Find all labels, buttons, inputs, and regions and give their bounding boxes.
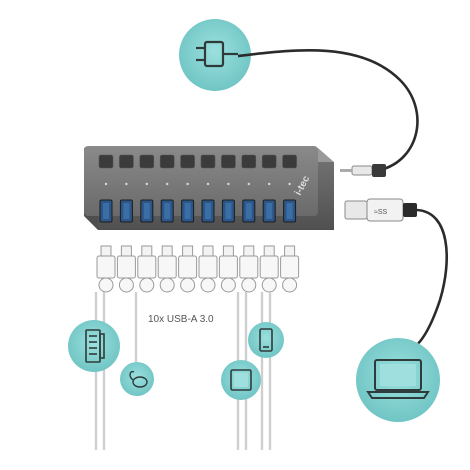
port-led bbox=[166, 182, 169, 186]
usb-a-port-insert bbox=[184, 203, 191, 219]
usb-b-cable bbox=[409, 208, 449, 352]
usb-a-plug bbox=[116, 245, 136, 293]
dc-plug bbox=[340, 164, 386, 177]
port-power-buttons bbox=[98, 154, 297, 169]
usb-a-port-insert bbox=[225, 203, 232, 219]
port-power-button bbox=[221, 154, 236, 169]
mouse-bubble bbox=[120, 362, 154, 396]
laptop-bubble bbox=[356, 338, 440, 422]
power-adapter-bubble bbox=[179, 19, 251, 91]
usb-a-plug bbox=[137, 245, 157, 293]
svg-text:≈SS: ≈SS bbox=[374, 209, 388, 216]
usb-a-port-insert bbox=[103, 203, 109, 219]
port-power-button bbox=[139, 154, 155, 169]
usb-a-plug bbox=[198, 245, 218, 293]
usb-a-plug bbox=[178, 245, 198, 293]
port-leds bbox=[104, 182, 291, 186]
usb-a-port-insert bbox=[164, 203, 171, 219]
usb-a-plug bbox=[218, 245, 238, 293]
usb-a-plug bbox=[96, 245, 116, 293]
usb-a-port-insert bbox=[123, 203, 130, 219]
port-led bbox=[288, 182, 291, 186]
port-led bbox=[104, 182, 108, 186]
port-led bbox=[206, 182, 210, 186]
port-power-button bbox=[282, 154, 297, 169]
port-power-button bbox=[119, 154, 134, 169]
port-power-button bbox=[98, 154, 114, 169]
port-led bbox=[145, 182, 148, 186]
usb-a-port-insert bbox=[245, 203, 252, 219]
usb-a-port-insert bbox=[266, 203, 273, 219]
port-led bbox=[247, 182, 250, 186]
port-power-button bbox=[200, 154, 216, 169]
usb-a-port-insert bbox=[143, 203, 150, 219]
mouse-icon bbox=[129, 370, 148, 388]
usb-a-plug bbox=[239, 245, 259, 293]
usb-ports bbox=[99, 199, 297, 223]
usb-b-plug: ≈SS bbox=[344, 198, 417, 222]
usb-a-plug bbox=[259, 245, 279, 293]
port-power-button bbox=[159, 154, 175, 169]
port-led bbox=[186, 182, 189, 186]
usb-hub: i-tec bbox=[84, 146, 334, 230]
printer-bubble bbox=[68, 320, 120, 372]
power-plug-icon bbox=[196, 40, 238, 68]
ports-caption: 10x USB-A 3.0 bbox=[148, 314, 214, 325]
usb-a-plug bbox=[280, 245, 300, 293]
tablet-icon bbox=[230, 369, 252, 391]
port-led bbox=[227, 182, 230, 186]
smartphone-bubble bbox=[248, 322, 284, 358]
power-cable bbox=[237, 49, 419, 172]
usb-a-plug bbox=[157, 245, 177, 293]
port-power-button bbox=[180, 154, 195, 169]
usb-a-plugs bbox=[96, 245, 300, 293]
port-led bbox=[268, 182, 271, 186]
laptop-icon bbox=[366, 359, 430, 399]
usb-a-port-insert bbox=[286, 203, 293, 219]
printer-icon bbox=[85, 329, 105, 363]
tablet-bubble bbox=[221, 360, 261, 400]
port-power-button bbox=[241, 154, 257, 169]
port-power-button bbox=[261, 154, 277, 169]
usb-a-port-insert bbox=[205, 203, 211, 219]
port-led bbox=[125, 182, 128, 186]
smartphone-icon bbox=[259, 328, 273, 352]
